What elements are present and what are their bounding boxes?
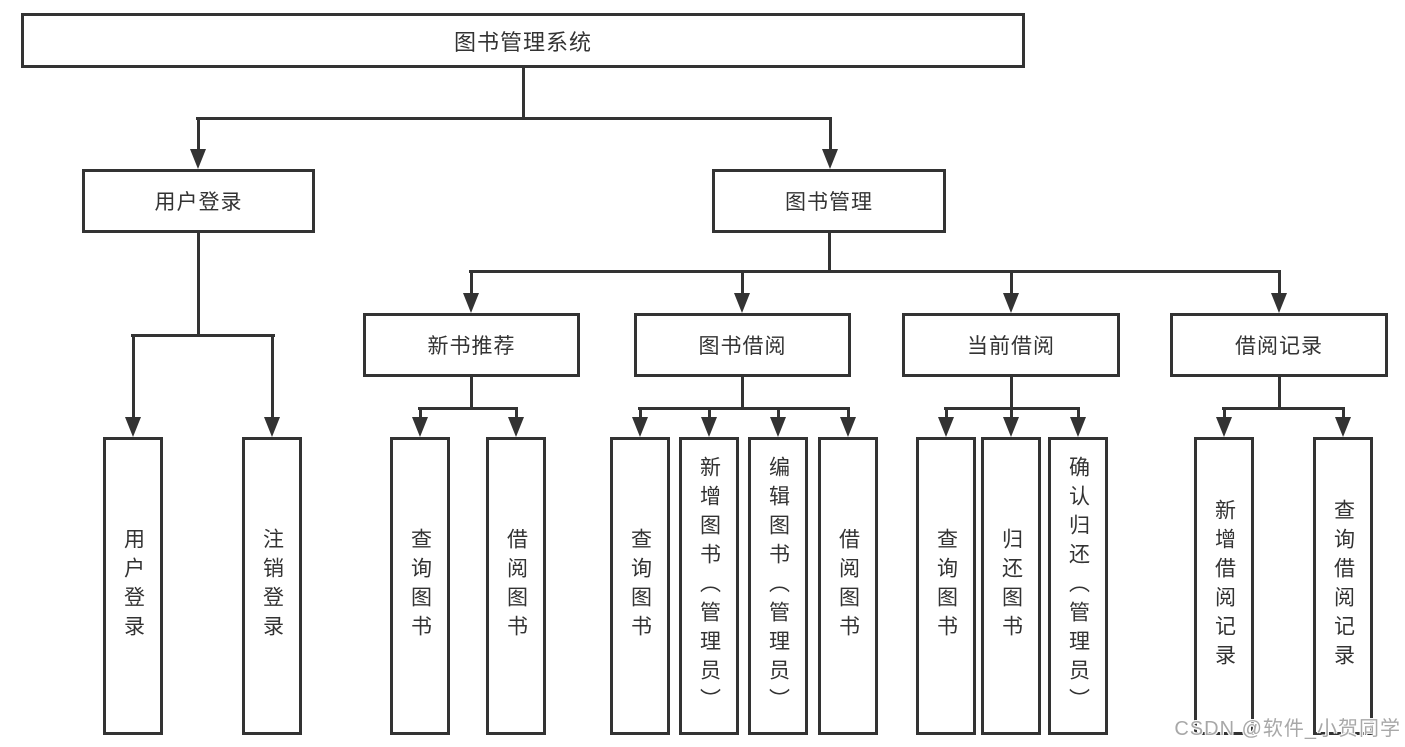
arrow-down-icon: [1335, 417, 1351, 437]
arrow-down-icon: [463, 293, 479, 313]
leaf-user-login: 用户登录: [103, 437, 163, 735]
node-borrow-records: 借阅记录: [1170, 313, 1388, 377]
connector-line: [1341, 407, 1345, 421]
leaf-label: 编辑图书（管理员）: [766, 455, 790, 717]
connector-line: [1076, 407, 1080, 421]
leaf-query-borrow-record: 查询借阅记录: [1313, 437, 1373, 735]
arrow-down-icon: [1070, 417, 1086, 437]
node-user-login: 用户登录: [82, 169, 315, 233]
connector-line: [469, 270, 473, 296]
connector-line: [638, 407, 850, 410]
leaf-label: 查询图书: [408, 528, 432, 644]
connector-line: [828, 117, 832, 151]
leaf-return-book: 归还图书: [981, 437, 1041, 735]
connector-line: [131, 334, 135, 420]
leaf-label: 查询图书: [628, 528, 652, 644]
connector-line: [846, 407, 850, 421]
connector-line: [827, 233, 831, 272]
leaf-label: 借阅图书: [504, 528, 528, 644]
leaf-label: 新增图书（管理员）: [697, 455, 721, 717]
arrow-down-icon: [264, 417, 280, 437]
leaf-label: 确认归还（管理员）: [1066, 455, 1090, 717]
leaf-query-books-borrow: 查询图书: [610, 437, 670, 735]
connector-line: [776, 407, 780, 421]
leaf-label: 查询图书: [934, 528, 958, 644]
connector-line: [638, 407, 642, 421]
arrow-down-icon: [822, 149, 838, 169]
connector-line: [418, 407, 422, 421]
leaf-query-books-current: 查询图书: [916, 437, 976, 735]
connector-line: [1277, 270, 1281, 296]
connector-line: [196, 117, 832, 120]
connector-line: [270, 334, 274, 420]
leaf-label: 借阅图书: [836, 528, 860, 644]
leaf-logout: 注销登录: [242, 437, 302, 735]
connector-line: [418, 407, 518, 410]
connector-line: [1222, 407, 1345, 410]
arrow-down-icon: [1003, 293, 1019, 313]
leaf-edit-book-admin: 编辑图书（管理员）: [748, 437, 808, 735]
node-root: 图书管理系统: [21, 13, 1025, 68]
leaf-add-book-admin: 新增图书（管理员）: [679, 437, 739, 735]
arrow-down-icon: [701, 417, 717, 437]
arrow-down-icon: [508, 417, 524, 437]
leaf-label: 查询借阅记录: [1331, 499, 1355, 673]
node-current-borrow: 当前借阅: [902, 313, 1120, 377]
connector-line: [1222, 407, 1226, 421]
connector-line: [514, 407, 518, 421]
node-book-management: 图书管理: [712, 169, 946, 233]
leaf-query-books-recommend: 查询图书: [390, 437, 450, 735]
arrow-down-icon: [1216, 417, 1232, 437]
csdn-watermark: CSDN @软件_小贺同学: [1174, 718, 1401, 740]
connector-line: [707, 407, 711, 421]
connector-line: [1009, 407, 1013, 421]
connector-line: [521, 68, 525, 120]
leaf-label: 新增借阅记录: [1212, 499, 1236, 673]
connector-line: [469, 377, 473, 409]
arrow-down-icon: [190, 149, 206, 169]
arrow-down-icon: [1003, 417, 1019, 437]
connector-line: [196, 117, 200, 151]
arrow-down-icon: [412, 417, 428, 437]
leaf-borrow-books-recommend: 借阅图书: [486, 437, 546, 735]
connector-line: [740, 377, 744, 409]
connector-line: [1277, 377, 1281, 409]
arrow-down-icon: [125, 417, 141, 437]
leaf-label: 注销登录: [260, 528, 284, 644]
node-new-book-recommend: 新书推荐: [363, 313, 580, 377]
arrow-down-icon: [734, 293, 750, 313]
connector-line: [196, 233, 200, 336]
arrow-down-icon: [770, 417, 786, 437]
leaf-confirm-return-admin: 确认归还（管理员）: [1048, 437, 1108, 735]
connector-line: [131, 334, 275, 337]
node-book-borrow: 图书借阅: [634, 313, 851, 377]
leaf-borrow-books: 借阅图书: [818, 437, 878, 735]
connector-line: [1009, 377, 1013, 409]
connector-line: [469, 270, 1281, 273]
arrow-down-icon: [938, 417, 954, 437]
leaf-label: 用户登录: [121, 528, 145, 644]
arrow-down-icon: [840, 417, 856, 437]
arrow-down-icon: [632, 417, 648, 437]
connector-line: [1009, 270, 1013, 296]
connector-line: [740, 270, 744, 296]
leaf-add-borrow-record: 新增借阅记录: [1194, 437, 1254, 735]
arrow-down-icon: [1271, 293, 1287, 313]
connector-line: [944, 407, 948, 421]
leaf-label: 归还图书: [999, 528, 1023, 644]
